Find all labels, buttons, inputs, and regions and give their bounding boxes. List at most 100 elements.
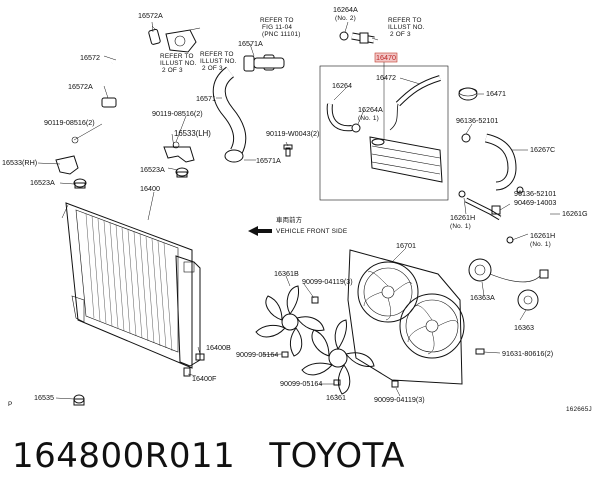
label-16361: 16361 [326, 393, 346, 402]
fan-shroud-16701 [347, 249, 465, 385]
drain-plug-16400f [183, 367, 191, 377]
label-16361b: 16361B [274, 269, 299, 278]
caption-brand: TOYOTA [269, 436, 406, 476]
leader-lines [37, 21, 560, 400]
label-16571a: 16571A [238, 39, 263, 48]
clamp-16264a-no2 [339, 31, 349, 41]
label-16523a: 16523A [30, 178, 55, 187]
note-ref-illust-a1: REFER TO [200, 51, 234, 58]
label-16572a: 16572A [138, 11, 163, 20]
label-96136-52101: 96136-52101 [456, 116, 498, 125]
note-ref-illust-c2: ILLUST NO. [388, 24, 425, 31]
note-ref-fig-2: FIG 11-04 [262, 24, 292, 31]
note-ref-illust-c3: 2 OF 3 [390, 31, 411, 38]
clamp-16264a-no1 [351, 123, 361, 133]
label-91631-80616: 91631-80616(2) [502, 349, 553, 358]
label-90119-w0043: 90119-W0043(2) [266, 129, 319, 138]
label-16261h-no1: (No. 1) [450, 223, 471, 230]
label-96136-52101-b: 96136-52101 [514, 189, 556, 198]
label-16400f: 16400F [192, 374, 217, 383]
label-16261g: 16261G [562, 209, 588, 218]
clamp-16261h [458, 190, 514, 244]
label-16264a: 16264A [333, 5, 358, 14]
cushion-16523a-left [73, 178, 87, 189]
label-16400: 16400 [140, 184, 160, 193]
label-16261h-b: 16261H [530, 231, 555, 240]
label-16470: 16470 [376, 53, 396, 62]
label-vehicle-front-jp: 車両前方 [276, 215, 302, 224]
fan-motor-16363a [468, 258, 549, 283]
clamp-96136-upper [461, 133, 471, 143]
label-16701: 16701 [396, 241, 416, 250]
thermostat-housing [165, 27, 201, 53]
label-16571: 16571 [196, 94, 216, 103]
note-ref-illust-a2: ILLUST NO. [200, 58, 237, 65]
clamp-16572a-lower [101, 97, 117, 108]
label-90099-04119-b: 90099-04119(3) [374, 395, 425, 404]
label-16571a-b: 16571A [256, 156, 281, 165]
label-16400b: 16400B [206, 343, 231, 352]
label-16261h: 16261H [450, 213, 475, 222]
bolt-90099-04119-a [311, 296, 319, 304]
label-16572a-b: 16572A [68, 82, 93, 91]
bolt-90119-w0043 [283, 144, 293, 157]
hose-16472 [389, 75, 441, 131]
note-ref-fig-3: (PNC 11101) [262, 31, 301, 38]
note-ref-illust-b3: 2 OF 3 [162, 67, 183, 74]
label-16264a-no1: (No. 1) [358, 115, 379, 122]
label-16264a-no2: (No. 2) [335, 15, 356, 22]
label-90119-08516: 90119-08516(2) [44, 118, 95, 127]
label-90099-04119: 90099-04119(3) [302, 277, 353, 286]
radiator-16400 [65, 202, 201, 369]
bolt-90099-04119-b [391, 380, 399, 388]
parts-diagram: 16572A 16572 16572A 90119-08516(2) 16533… [2, 5, 592, 413]
highlight-16470 [374, 52, 398, 63]
caption-part-number: 164800R011 [12, 436, 236, 476]
bolt-91631 [475, 348, 485, 355]
cushion-16535 [73, 394, 85, 406]
cushion-16523a-right [175, 167, 189, 178]
reservoir-tank-16470 [369, 136, 443, 183]
label-diagram-id: 162665J [566, 406, 592, 413]
label-16533-lh: 16533(LH) [174, 129, 211, 138]
fan-motor-16363 [517, 289, 539, 311]
fan-16361b [255, 285, 325, 357]
bracket-16533-lh [163, 141, 195, 163]
label-page-mark: P [8, 401, 12, 408]
caption: 164800R011 TOYOTA [12, 436, 592, 484]
label-16264: 16264 [332, 81, 352, 90]
note-ref-illust-b2: ILLUST NO. [160, 60, 197, 67]
label-16523a-b: 16523A [140, 165, 165, 174]
label-16535: 16535 [34, 393, 54, 402]
bolt-90099-05164-b [333, 379, 341, 386]
bracket-16533-rh [55, 136, 79, 175]
label-16363a: 16363A [470, 293, 495, 302]
label-16471: 16471 [486, 89, 506, 98]
label-90469-14003: 90469-14003 [514, 198, 556, 207]
reference-notes: REFER TO FIG 11-04 (PNC 11101) REFER TO … [160, 17, 425, 74]
note-ref-illust-b1: REFER TO [160, 53, 194, 60]
clamp-16571a-top [243, 54, 285, 72]
part-labels: 16572A 16572 16572A 90119-08516(2) 16533… [2, 5, 592, 413]
hose-16264 [326, 103, 353, 132]
hose-16571 [212, 66, 247, 156]
hose-16267c [484, 133, 517, 191]
label-16572: 16572 [80, 53, 100, 62]
cap-16471 [458, 87, 478, 101]
clamp-16572a-top [148, 25, 161, 45]
note-ref-illust-c1: REFER TO [388, 17, 422, 24]
clamp-16571a-lower [224, 149, 244, 163]
label-16533-rh: 16533(RH) [2, 158, 37, 167]
label-90119-08516-b: 90119-08516(2) [152, 109, 203, 118]
fan-16361 [301, 319, 375, 395]
label-16264a-b: 16264A [358, 105, 383, 114]
label-90099-05164-b: 90099-05164 [280, 379, 322, 388]
label-vehicle-front: VEHICLE FRONT SIDE [276, 228, 347, 235]
hose-16261g [464, 197, 502, 221]
hose-top-right [351, 32, 375, 44]
bolt-90099-05164-a [281, 351, 289, 358]
label-16261h-no1-b: (No. 1) [530, 241, 551, 248]
note-ref-fig-1: REFER TO [260, 17, 294, 24]
label-90099-05164: 90099-05164 [236, 350, 278, 359]
note-ref-illust-a3: 2 OF 3 [202, 65, 223, 72]
